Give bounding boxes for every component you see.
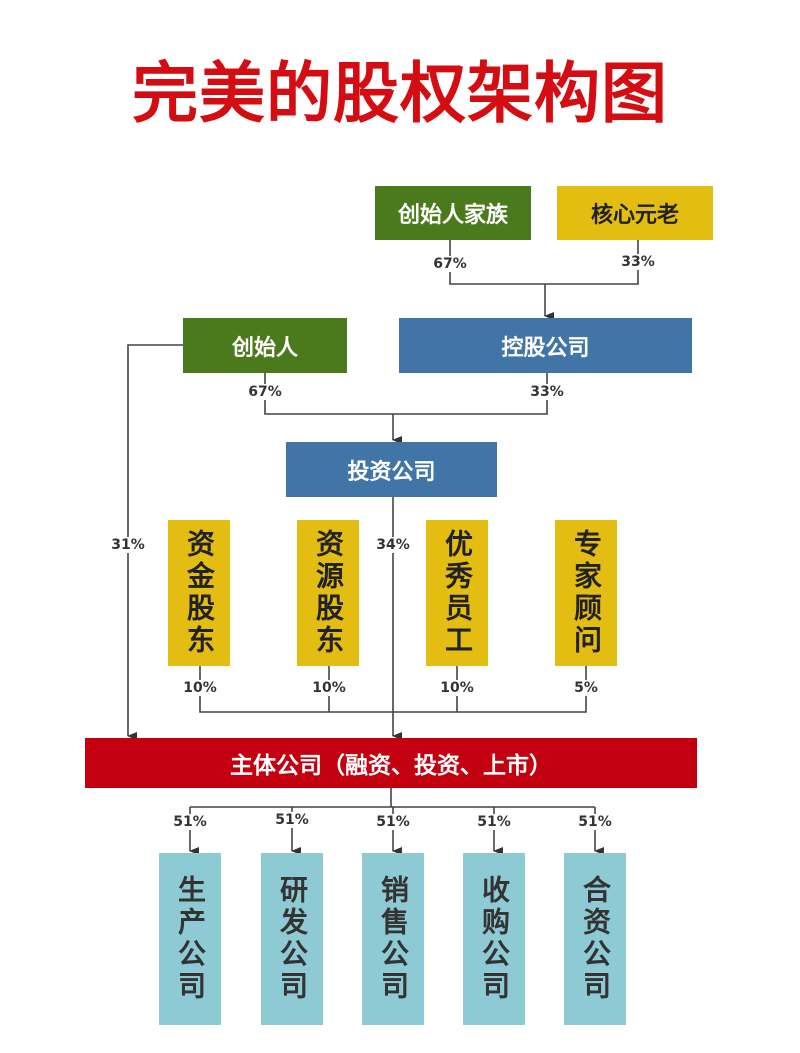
- node-core-veterans: 核心元老: [557, 186, 713, 240]
- pct-investment-main: 34%: [375, 537, 411, 553]
- node-sales-company: 销售公司: [362, 853, 424, 1025]
- node-excellent-employees: 优秀员工: [426, 520, 488, 666]
- page-title: 完美的股权架构图: [132, 55, 668, 132]
- node-rnd-company: 研发公司: [261, 853, 323, 1025]
- pct-holding-investment: 33%: [529, 384, 565, 400]
- line-founder-holding: [264, 373, 548, 415]
- line-subsidiaries: [190, 788, 595, 808]
- arrow-founder-main: [127, 344, 183, 740]
- node-main-company: 主体公司（融资、投资、上市）: [85, 738, 697, 788]
- node-expert-advisors: 专家顾问: [555, 520, 617, 666]
- pct-capital-shareholders: 10%: [182, 680, 218, 696]
- pct-excellent-employees: 10%: [439, 680, 475, 696]
- node-founder: 创始人: [183, 318, 347, 373]
- pct-core-veterans: 33%: [620, 254, 656, 270]
- pct-subsidiary: 51%: [577, 814, 613, 830]
- pct-founder-main: 31%: [110, 537, 146, 553]
- line-family: [449, 240, 639, 285]
- pct-subsidiary: 51%: [375, 814, 411, 830]
- node-founder-family: 创始人家族: [375, 186, 531, 240]
- pct-founder-family: 67%: [432, 256, 468, 272]
- pct-subsidiary: 51%: [476, 814, 512, 830]
- node-capital-shareholders: 资金股东: [168, 520, 230, 666]
- node-production-company: 生产公司: [159, 853, 221, 1025]
- pct-subsidiary: 51%: [274, 812, 310, 828]
- pct-expert-advisors: 5%: [573, 680, 599, 696]
- node-acquisition-company: 收购公司: [463, 853, 525, 1025]
- node-joint-venture-company: 合资公司: [564, 853, 626, 1025]
- node-resource-shareholders: 资源股东: [297, 520, 359, 666]
- node-holding-company: 控股公司: [399, 318, 692, 373]
- pct-founder-investment: 67%: [247, 384, 283, 400]
- node-investment-company: 投资公司: [286, 442, 497, 497]
- pct-resource-shareholders: 10%: [311, 680, 347, 696]
- pct-subsidiary: 51%: [172, 814, 208, 830]
